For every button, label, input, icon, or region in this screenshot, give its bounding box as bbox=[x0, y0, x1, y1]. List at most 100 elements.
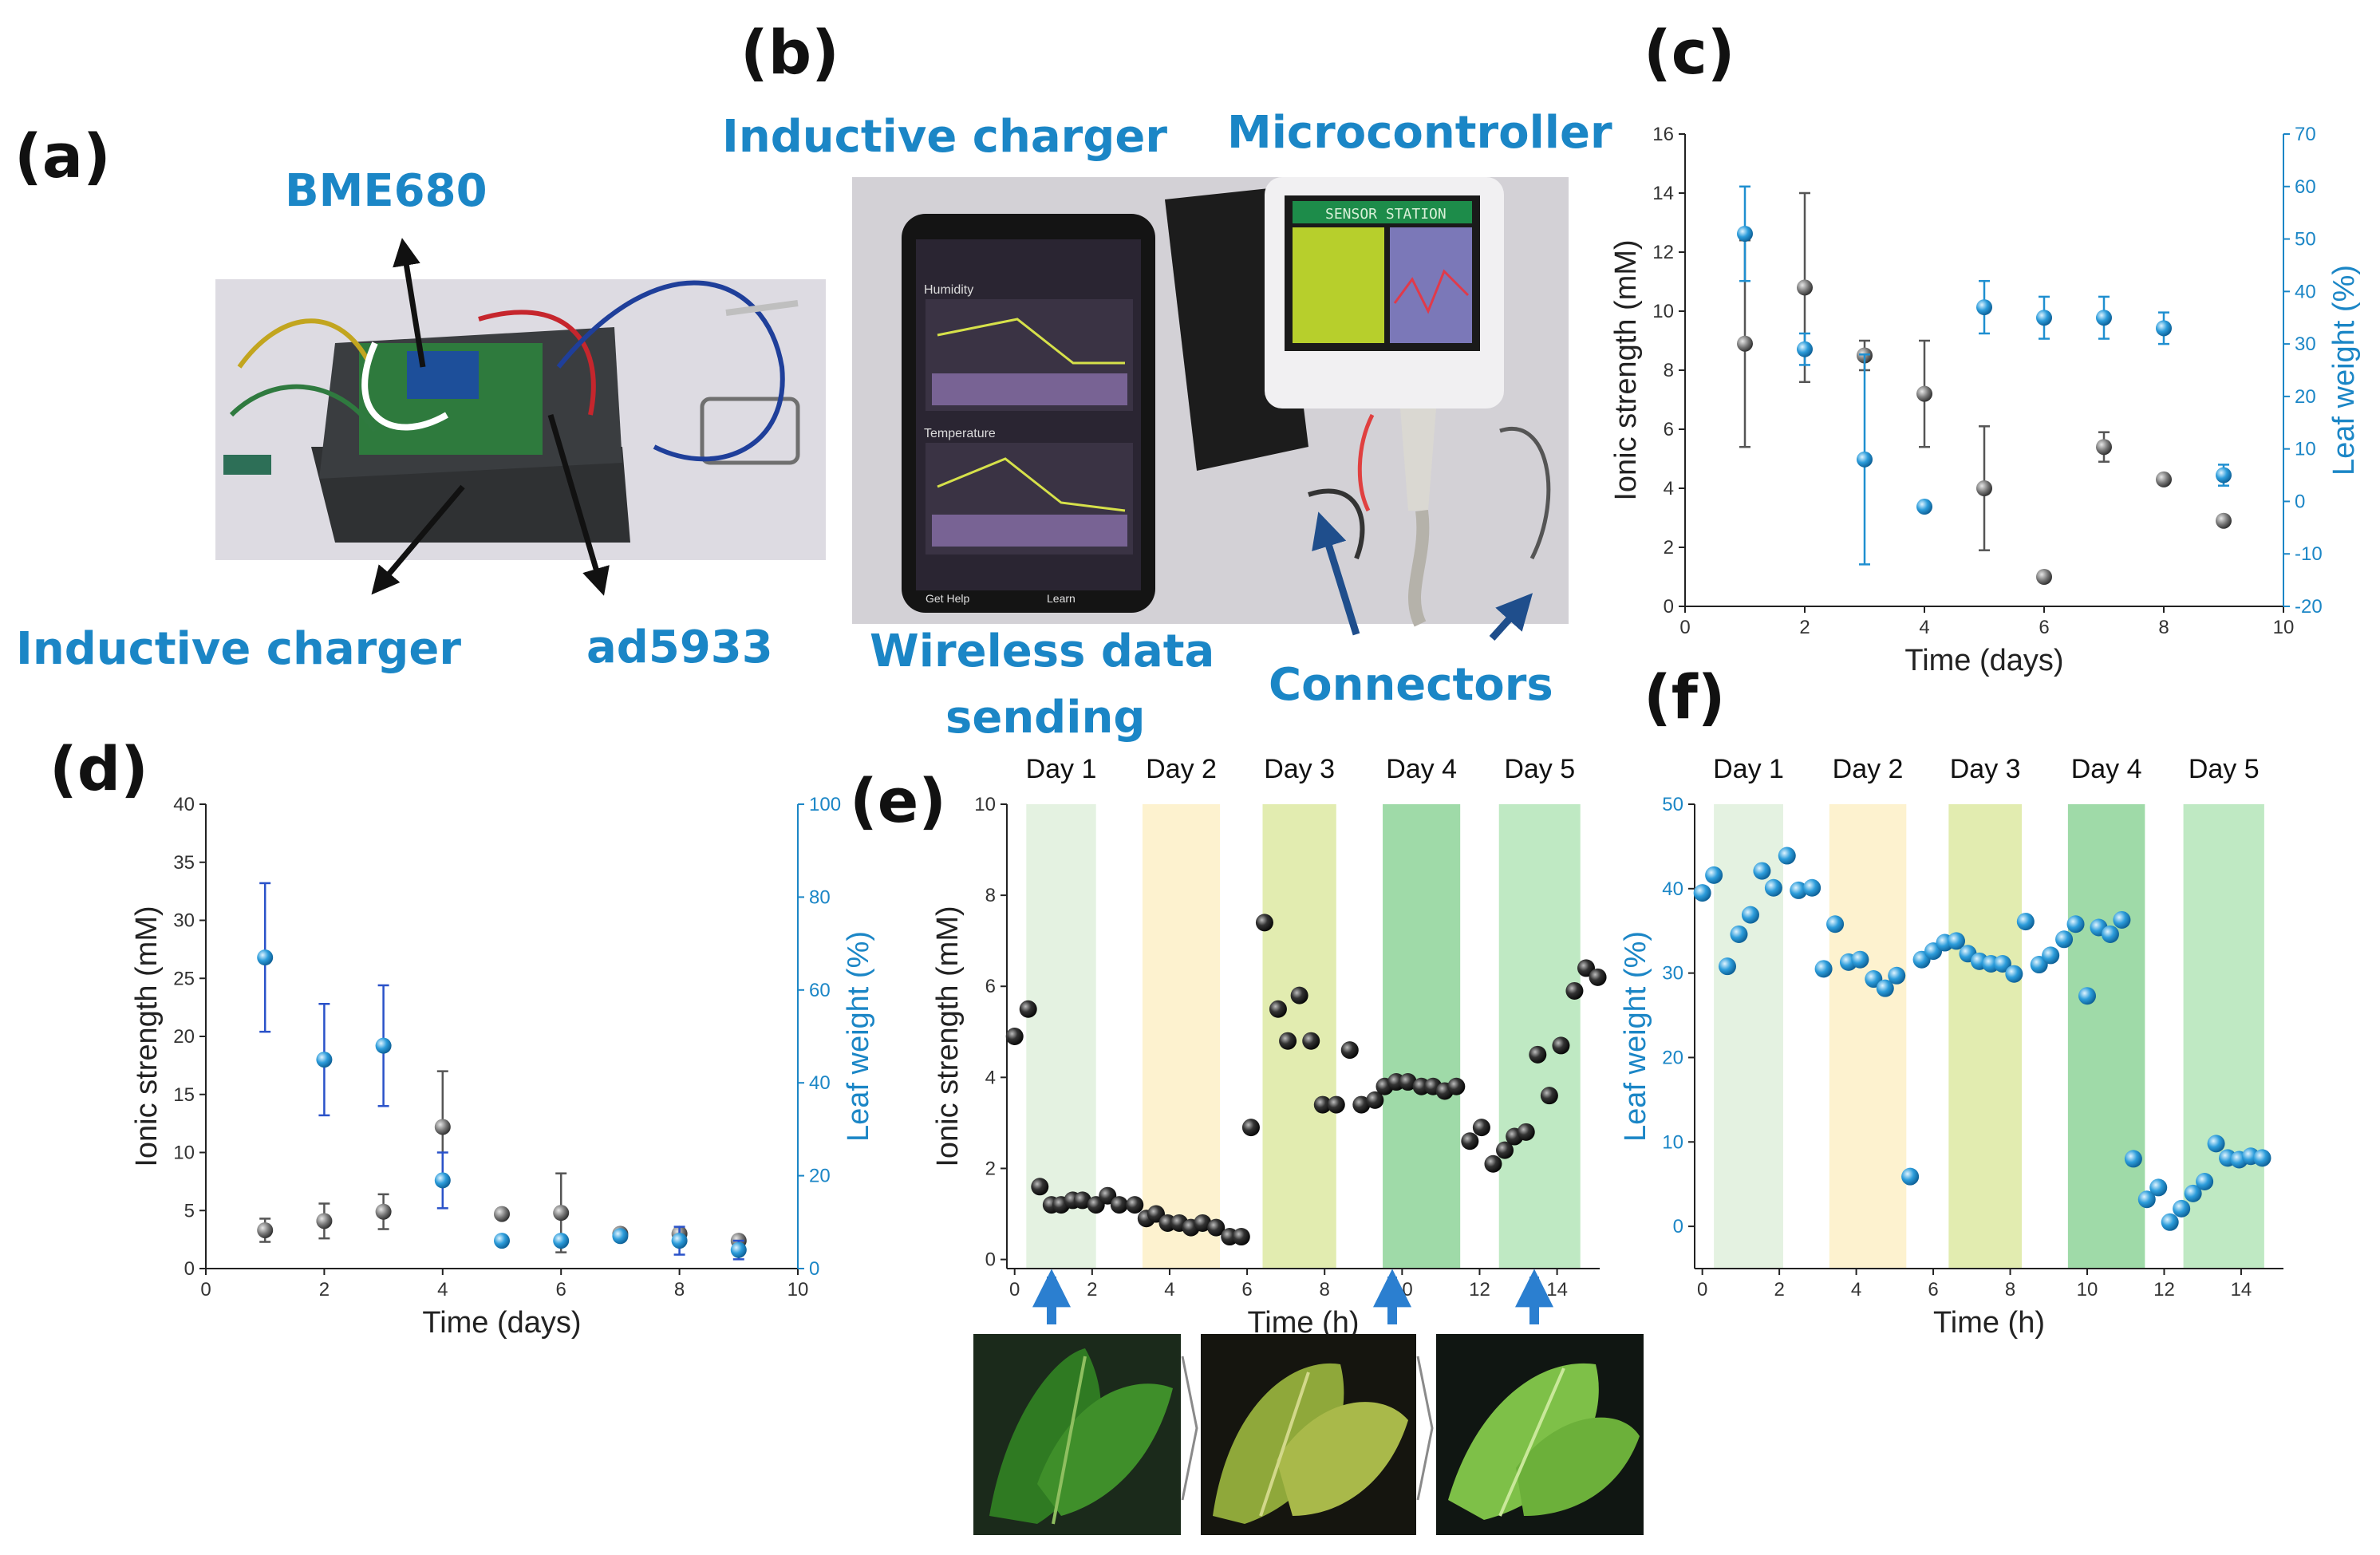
y-tick-label: 8 bbox=[985, 885, 996, 906]
data-point bbox=[1552, 1036, 1570, 1055]
leaf-photo-1 bbox=[973, 1334, 1181, 1535]
data-point bbox=[375, 1037, 392, 1054]
y2-tick-label: 0 bbox=[2295, 491, 2305, 512]
data-point bbox=[1073, 1191, 1091, 1210]
y-tick-label: 10 bbox=[1662, 1131, 1683, 1153]
data-point bbox=[1976, 299, 1992, 316]
callout-inductive-charger-b: Inductive charger bbox=[722, 111, 1167, 163]
x-tick-label: 6 bbox=[556, 1279, 566, 1300]
data-point bbox=[1110, 1196, 1128, 1214]
data-point bbox=[1693, 884, 1711, 902]
y-tick-label: 10 bbox=[974, 794, 996, 815]
data-point bbox=[375, 1203, 392, 1220]
data-point bbox=[2156, 471, 2172, 487]
callout-inductive-charger-a: Inductive charger bbox=[16, 623, 461, 675]
day-label-5: Day 5 bbox=[2189, 754, 2260, 784]
data-point bbox=[1778, 847, 1796, 865]
data-point bbox=[1399, 1073, 1417, 1091]
data-point bbox=[1005, 1028, 1024, 1045]
day-band-3 bbox=[1262, 804, 1336, 1269]
y-axis-title: Ionic strength (mM) bbox=[1609, 239, 1643, 500]
data-point bbox=[1290, 986, 1308, 1004]
x-tick-label: 2 bbox=[319, 1279, 330, 1300]
data-point bbox=[1447, 1077, 1466, 1095]
phone-chart-title-temperature: Temperature bbox=[924, 427, 996, 440]
data-point bbox=[316, 1213, 333, 1229]
data-point bbox=[1916, 385, 1932, 402]
data-point bbox=[671, 1233, 688, 1249]
leaf-photo-2 bbox=[1201, 1334, 1416, 1535]
x-tick-label: 8 bbox=[674, 1279, 685, 1300]
data-point bbox=[1540, 1087, 1558, 1105]
x-tick-label: 10 bbox=[2077, 1279, 2098, 1300]
data-point bbox=[1241, 1119, 1260, 1137]
y2-tick-label: 20 bbox=[809, 1166, 831, 1187]
y2-tick-label: 80 bbox=[809, 886, 831, 908]
data-point bbox=[1719, 957, 1736, 976]
y-tick-label: 15 bbox=[173, 1084, 195, 1106]
data-point bbox=[2137, 1190, 2156, 1209]
x-tick-label: 14 bbox=[1546, 1279, 1568, 1300]
data-point bbox=[1737, 335, 1753, 352]
data-point bbox=[1790, 881, 1808, 899]
y-tick-label: 30 bbox=[1662, 963, 1683, 985]
arrow-inductive-charger-a bbox=[371, 484, 465, 595]
data-point bbox=[1352, 1095, 1371, 1114]
y-tick-label: 2 bbox=[985, 1158, 996, 1179]
x-tick-label: 4 bbox=[1851, 1279, 1861, 1300]
y-tick-label: 20 bbox=[173, 1026, 195, 1048]
data-point bbox=[1279, 1032, 1297, 1050]
arrow-bme680 bbox=[393, 238, 426, 368]
day-label-5: Day 5 bbox=[1504, 754, 1575, 784]
callout-bme680: BME680 bbox=[285, 165, 487, 217]
data-point bbox=[1340, 1041, 1359, 1060]
data-point bbox=[1031, 1178, 1049, 1196]
data-point bbox=[1019, 1000, 1037, 1018]
day-band-2 bbox=[1142, 804, 1221, 1269]
data-point bbox=[2036, 569, 2052, 585]
data-point bbox=[257, 949, 274, 966]
data-point bbox=[553, 1205, 570, 1222]
data-point bbox=[1327, 1095, 1345, 1114]
panel-c-label: (c) bbox=[1644, 17, 1735, 88]
data-point bbox=[2042, 946, 2060, 965]
x-tick-label: 4 bbox=[437, 1279, 448, 1300]
panel-e-label: (e) bbox=[850, 765, 946, 836]
data-point bbox=[1976, 480, 1992, 496]
y-tick-label: 30 bbox=[173, 910, 195, 932]
data-point bbox=[257, 1222, 274, 1238]
x-tick-label: 0 bbox=[200, 1279, 211, 1300]
data-point bbox=[2016, 913, 2035, 931]
phone-footer-get-help: Get Help bbox=[926, 592, 969, 605]
y-axis-title: Leaf weight (%) bbox=[1619, 931, 1652, 1142]
data-point bbox=[2101, 925, 2119, 943]
data-point bbox=[2066, 915, 2085, 933]
x-tick-label: 0 bbox=[1009, 1279, 1020, 1300]
panel-a: (a) BME680 Inductive charger ad5933 bbox=[14, 120, 826, 675]
y2-tick-label: 20 bbox=[2295, 386, 2316, 408]
data-point bbox=[2124, 1150, 2142, 1168]
y-tick-label: 40 bbox=[1662, 878, 1683, 900]
y2-axis-title: Leaf weight (%) bbox=[2327, 265, 2361, 476]
data-point bbox=[2184, 1184, 2202, 1202]
day-band-5 bbox=[1498, 804, 1581, 1269]
data-point bbox=[1901, 1167, 1920, 1186]
day-label-3: Day 3 bbox=[1950, 754, 2021, 784]
sensor-station-photo: Humidity Temperature Get Help Learn SENS… bbox=[852, 177, 1569, 627]
x-tick-label: 14 bbox=[2231, 1279, 2252, 1300]
data-point bbox=[1737, 225, 1753, 242]
leaf-photo-3 bbox=[1436, 1334, 1644, 1535]
data-point bbox=[1366, 1091, 1384, 1109]
data-point bbox=[1948, 932, 1965, 950]
x-axis-title: Time (days) bbox=[1904, 644, 2063, 677]
x-tick-label: 8 bbox=[1320, 1279, 1330, 1300]
data-point bbox=[1888, 966, 1906, 985]
data-point bbox=[2096, 439, 2112, 456]
data-point bbox=[2078, 987, 2096, 1005]
arrow-connector-1 bbox=[1312, 511, 1360, 636]
phone-chart-title-humidity: Humidity bbox=[924, 283, 973, 297]
y2-tick-label: -10 bbox=[2295, 543, 2323, 565]
data-point bbox=[730, 1241, 747, 1258]
